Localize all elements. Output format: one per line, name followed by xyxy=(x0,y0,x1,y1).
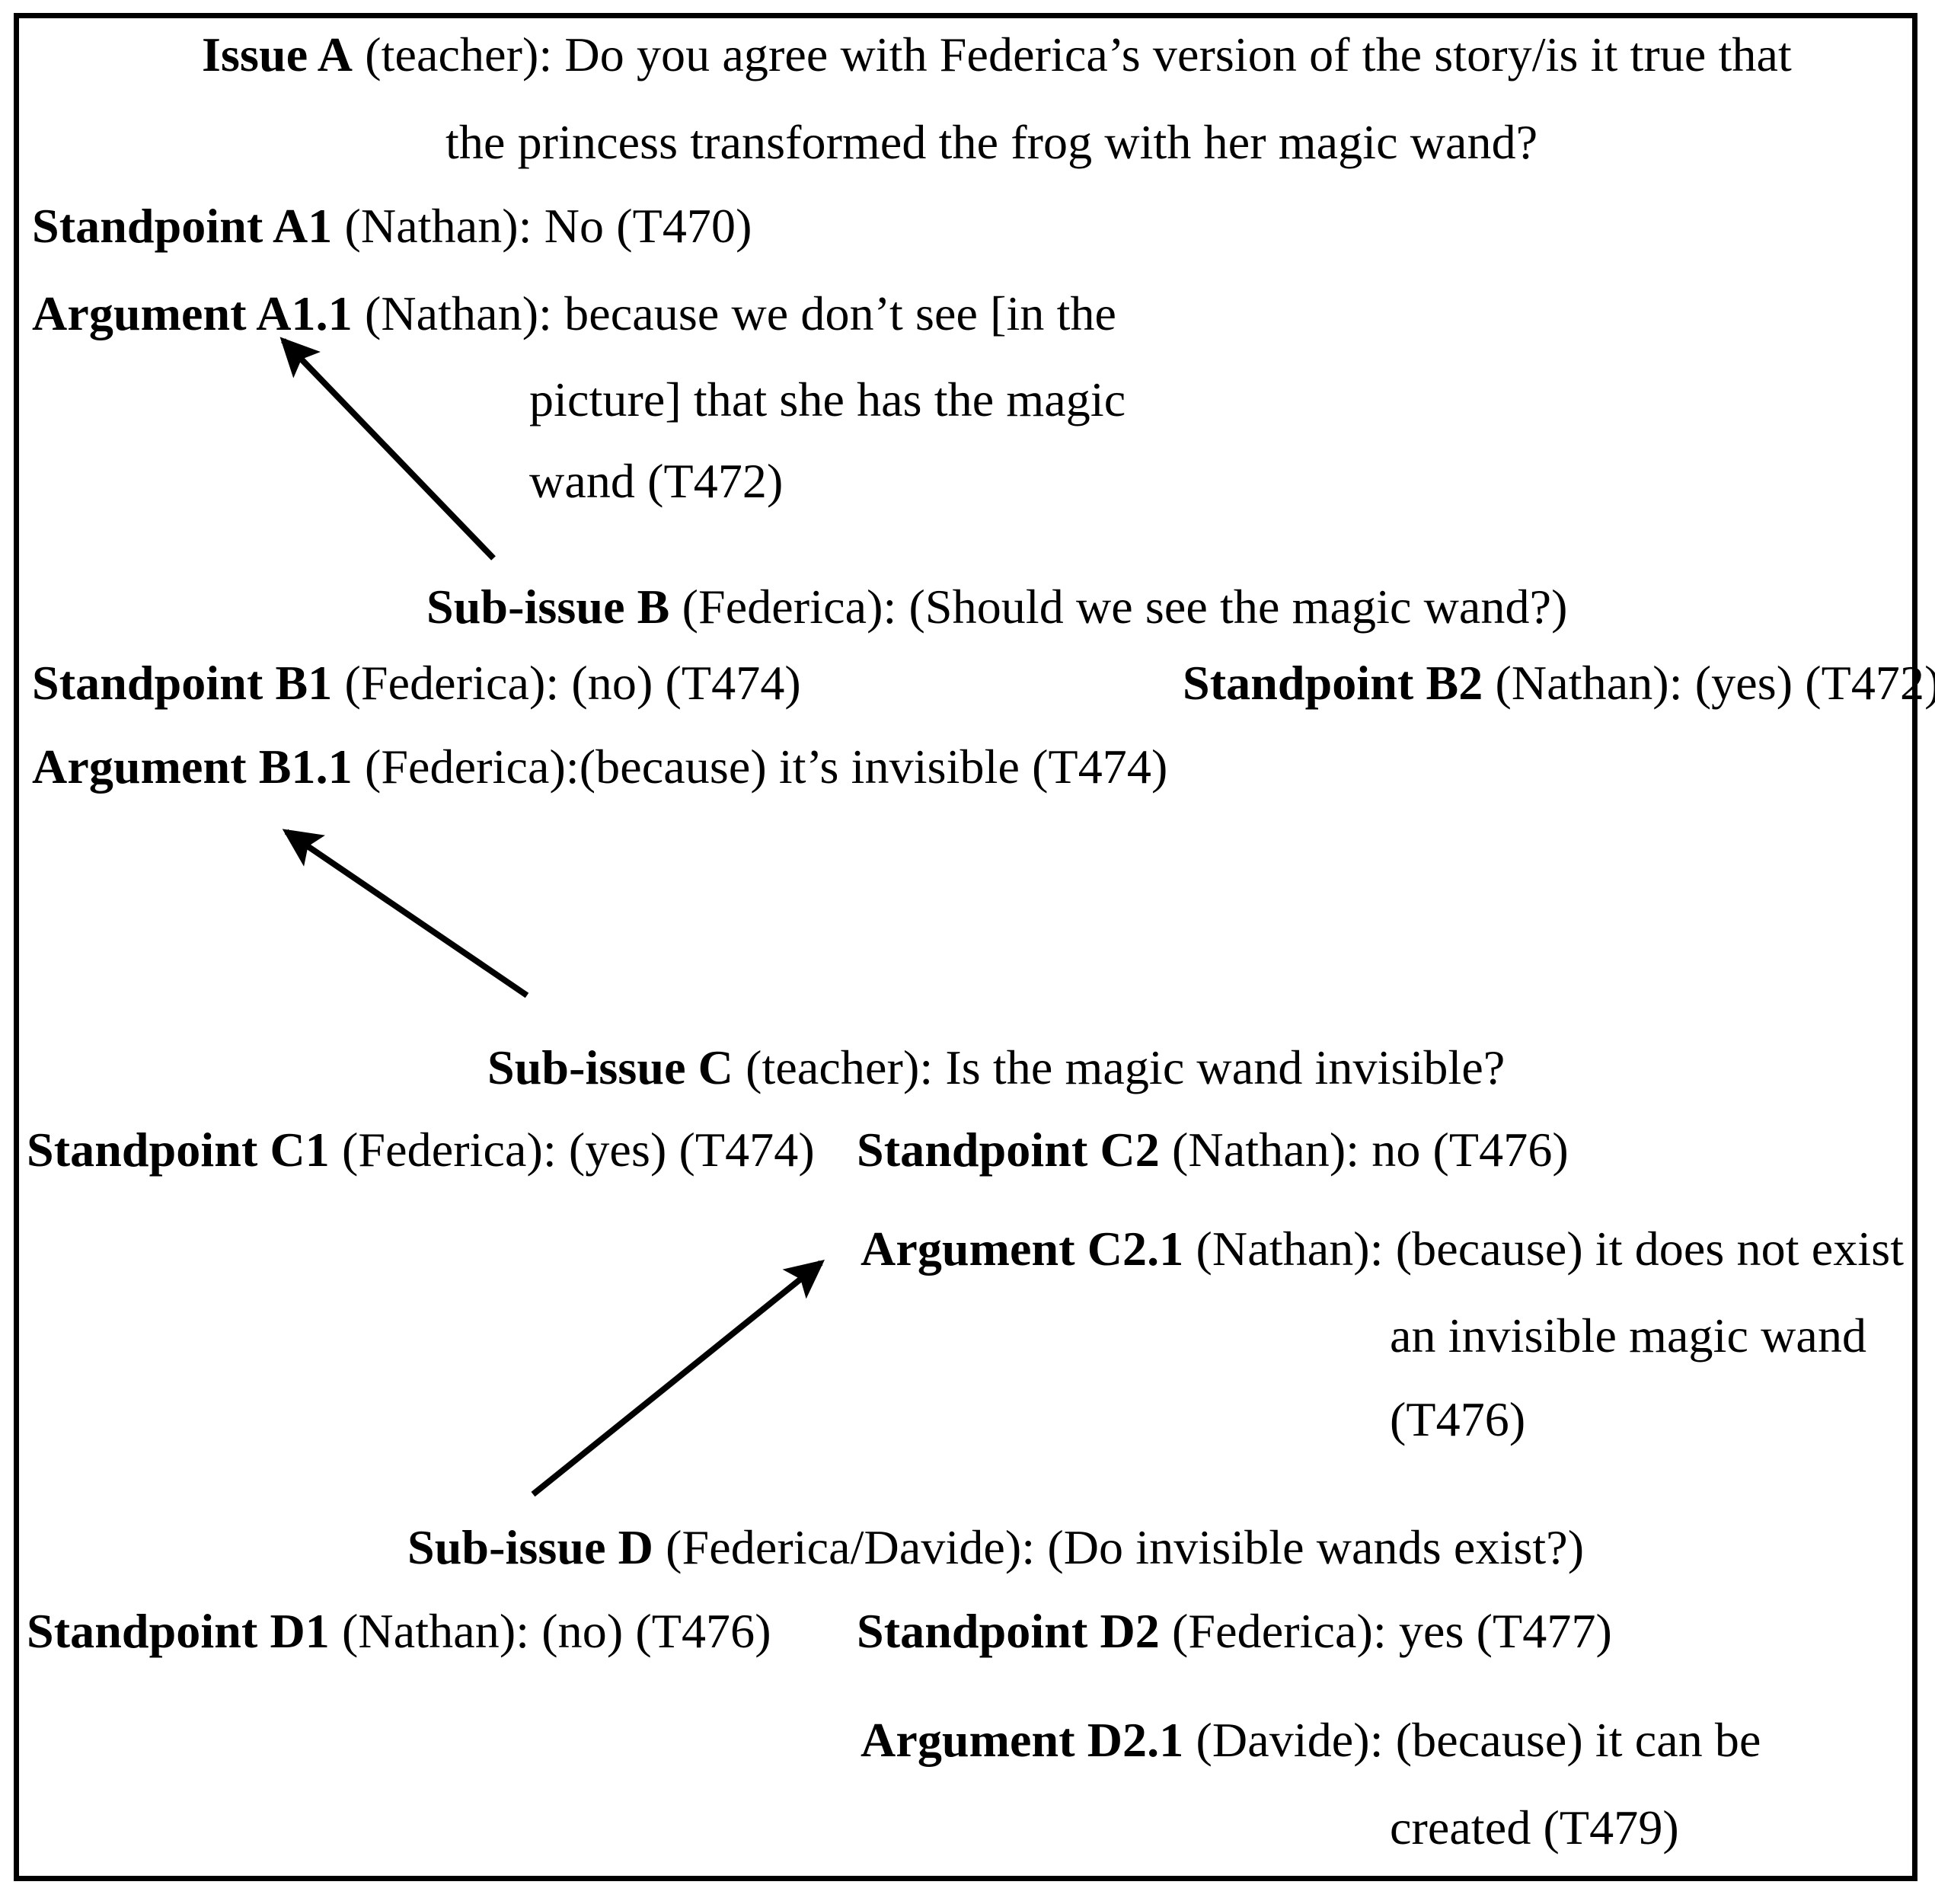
argument-c21-line-2: an invisible magic wand xyxy=(1390,1311,1866,1360)
argument-a11-line-3-text: wand (T472) xyxy=(529,454,784,508)
issue-a-line-1: Issue A (teacher): Do you agree with Fed… xyxy=(202,30,1792,79)
argument-c21-line-1: Argument C2.1 (Nathan): (because) it doe… xyxy=(861,1225,1904,1273)
sub-issue-d-label: Sub-issue D xyxy=(407,1520,654,1574)
sub-issue-d-text: (Federica/Davide): (Do invisible wands e… xyxy=(653,1520,1585,1574)
standpoint-c1-label: Standpoint C1 xyxy=(27,1123,330,1177)
argument-b11-label: Argument B1.1 xyxy=(32,740,353,794)
issue-a-line-2: the princess transformed the frog with h… xyxy=(445,118,1537,167)
sub-issue-b-line: Sub-issue B (Federica): (Should we see t… xyxy=(426,583,1568,631)
standpoint-b1-label: Standpoint B1 xyxy=(32,656,333,710)
standpoint-b1-text: (Federica): (no) (T474) xyxy=(332,656,801,710)
argument-d21-line-2-text: created (T479) xyxy=(1390,1800,1679,1854)
standpoint-d2-text: (Federica): yes (T477) xyxy=(1159,1604,1612,1658)
argument-a11-label: Argument A1.1 xyxy=(32,286,353,340)
standpoint-b2-label: Standpoint B2 xyxy=(1183,656,1483,710)
argument-d21-text: (Davide): (because) it can be xyxy=(1183,1713,1761,1767)
argument-a11-line-2: picture] that she has the magic xyxy=(529,375,1126,424)
sub-issue-b-label: Sub-issue B xyxy=(426,580,670,634)
standpoint-d1-line: Standpoint D1 (Nathan): (no) (T476) xyxy=(27,1607,771,1656)
issue-a-label: Issue A xyxy=(202,27,353,81)
standpoint-c2-label: Standpoint C2 xyxy=(857,1123,1160,1177)
argument-c21-line-2-text: an invisible magic wand xyxy=(1390,1308,1867,1363)
standpoint-c2-line: Standpoint C2 (Nathan): no (T476) xyxy=(857,1126,1569,1174)
standpoint-b2-line: Standpoint B2 (Nathan): (yes) (T472) xyxy=(1183,659,1935,708)
standpoint-c1-line: Standpoint C1 (Federica): (yes) (T474) xyxy=(27,1126,815,1174)
sub-issue-d-line: Sub-issue D (Federica/Davide): (Do invis… xyxy=(407,1523,1584,1572)
issue-a-line-2-text: the princess transformed the frog with h… xyxy=(445,115,1538,169)
argument-a11-line-2-text: picture] that she has the magic xyxy=(529,372,1126,426)
issue-a-text: (teacher): Do you agree with Federica’s … xyxy=(353,27,1792,81)
argument-a11-line-3: wand (T472) xyxy=(529,457,783,506)
sub-issue-c-label: Sub-issue C xyxy=(487,1040,734,1094)
argument-b11-text: (Federica):(because) it’s invisible (T47… xyxy=(352,740,1168,794)
standpoint-c1-text: (Federica): (yes) (T474) xyxy=(329,1123,815,1177)
argument-b11-line: Argument B1.1 (Federica):(because) it’s … xyxy=(32,743,1167,791)
standpoint-c2-text: (Nathan): no (T476) xyxy=(1159,1123,1569,1177)
standpoint-a1-text: (Nathan): No (T470) xyxy=(332,199,752,253)
standpoint-a1-line: Standpoint A1 (Nathan): No (T470) xyxy=(32,202,752,251)
argument-c21-line-3: (T476) xyxy=(1390,1395,1525,1444)
sub-issue-c-text: (teacher): Is the magic wand invisible? xyxy=(733,1040,1506,1094)
argument-c21-label: Argument C2.1 xyxy=(861,1222,1184,1276)
argument-a11-line-1: Argument A1.1 (Nathan): because we don’t… xyxy=(32,289,1116,338)
standpoint-d1-text: (Nathan): (no) (T476) xyxy=(329,1604,771,1658)
argument-c21-line-3-text: (T476) xyxy=(1390,1392,1526,1446)
argument-d21-line-1: Argument D2.1 (Davide): (because) it can… xyxy=(861,1716,1761,1765)
standpoint-d1-label: Standpoint D1 xyxy=(27,1604,330,1658)
standpoint-d2-line: Standpoint D2 (Federica): yes (T477) xyxy=(857,1607,1612,1656)
standpoint-d2-label: Standpoint D2 xyxy=(857,1604,1160,1658)
argument-d21-label: Argument D2.1 xyxy=(861,1713,1184,1767)
sub-issue-c-line: Sub-issue C (teacher): Is the magic wand… xyxy=(487,1043,1505,1092)
sub-issue-b-text: (Federica): (Should we see the magic wan… xyxy=(669,580,1568,634)
standpoint-a1-label: Standpoint A1 xyxy=(32,199,333,253)
argument-d21-line-2: created (T479) xyxy=(1390,1803,1679,1852)
argument-c21-text: (Nathan): (because) it does not exist xyxy=(1183,1222,1905,1276)
standpoint-b2-text: (Nathan): (yes) (T472) xyxy=(1483,656,1935,710)
standpoint-b1-line: Standpoint B1 (Federica): (no) (T474) xyxy=(32,659,801,708)
argument-a11-text: (Nathan): because we don’t see [in the xyxy=(352,286,1117,340)
